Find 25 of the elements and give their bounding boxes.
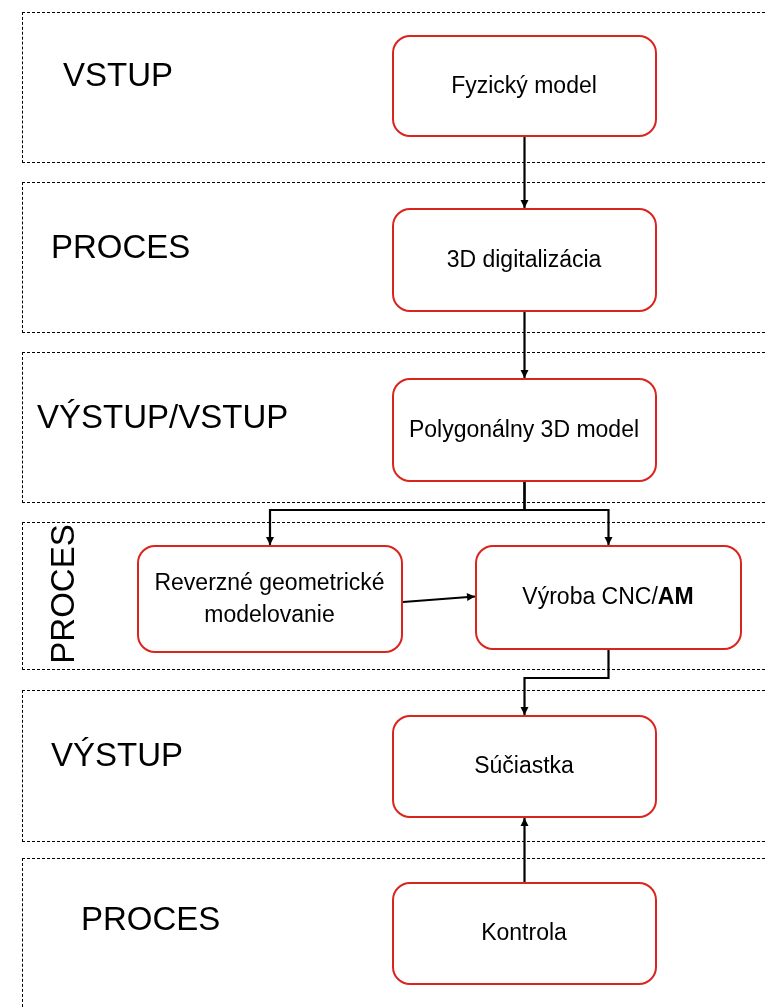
- band-label: VÝSTUP: [51, 736, 184, 774]
- process-box: Polygonálny 3D model: [391, 377, 657, 482]
- arrow: [520, 312, 529, 378]
- process-box: Fyzický model: [391, 34, 657, 137]
- process-box: Výroba CNC/AM: [474, 544, 742, 650]
- dashed-band: [22, 522, 765, 670]
- band-label: PROCES: [51, 228, 191, 266]
- arrow: [520, 137, 529, 208]
- process-box: Súčiastka: [391, 714, 657, 818]
- band-label: PROCES: [81, 900, 221, 938]
- process-box: Kontrola: [391, 881, 657, 985]
- arrow: [520, 650, 610, 715]
- arrow: [402, 593, 476, 604]
- dashed-band: [22, 352, 765, 503]
- dashed-band: [22, 12, 765, 163]
- band-label: VSTUP: [63, 56, 174, 94]
- arrow: [520, 818, 529, 882]
- dashed-band: [22, 182, 765, 333]
- process-box: Reverzné geometrické modelovanie: [136, 544, 403, 653]
- dashed-band: [22, 690, 765, 842]
- band-label: PROCES: [43, 524, 82, 664]
- dashed-band: [22, 858, 765, 1007]
- band-label: VÝSTUP/VSTUP: [37, 398, 289, 436]
- arrow: [523, 482, 613, 545]
- process-box: 3D digitalizácia: [391, 207, 657, 312]
